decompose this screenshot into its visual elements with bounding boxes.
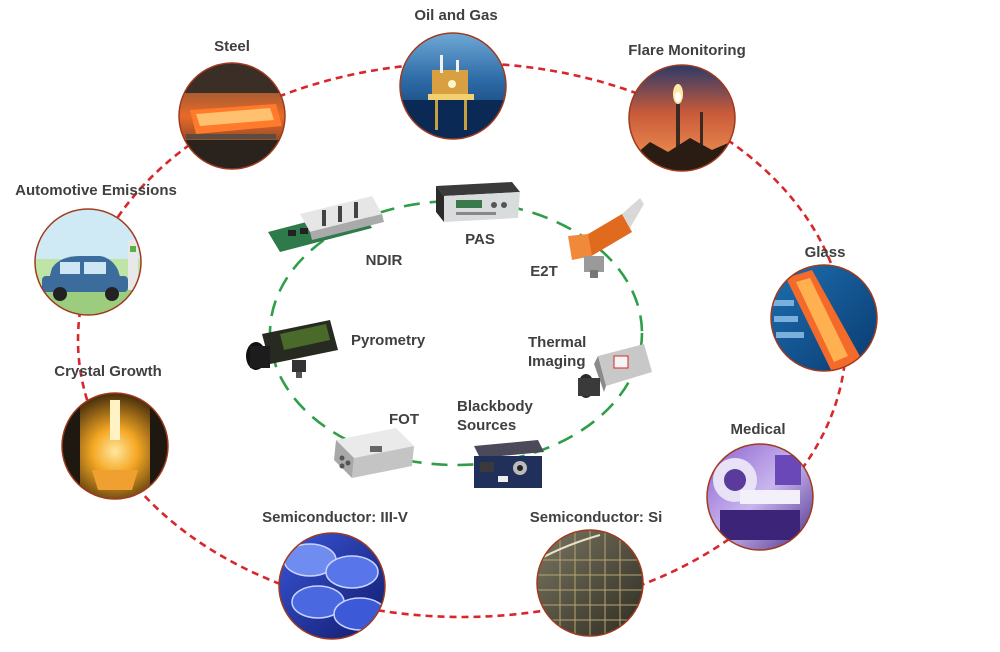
label-automotive: Automotive Emissions bbox=[15, 182, 177, 199]
label-blackbody: Blackbody Sources bbox=[457, 398, 533, 434]
label-flare: Flare Monitoring bbox=[628, 42, 746, 59]
e2t-pyrometer-icon bbox=[568, 198, 644, 278]
car-charging-icon bbox=[34, 208, 142, 316]
label-semi-iiiv: Semiconductor: III-V bbox=[262, 509, 408, 526]
thermal-camera-icon bbox=[578, 344, 652, 398]
silicon-wafer-icon bbox=[536, 529, 644, 637]
label-medical: Medical bbox=[730, 421, 786, 438]
label-oil-gas: Oil and Gas bbox=[414, 7, 498, 24]
fot-module-icon bbox=[334, 428, 414, 478]
hot-steel-slab-icon bbox=[178, 62, 286, 170]
label-ndir: NDIR bbox=[365, 252, 403, 269]
crystal-furnace-icon bbox=[61, 392, 169, 500]
mri-scanner-icon bbox=[706, 443, 814, 551]
blackbody-source-icon bbox=[474, 440, 544, 488]
wafer-stack-icon bbox=[278, 532, 386, 640]
flare-stack-icon bbox=[628, 64, 736, 172]
label-thermal-imaging: Thermal Imaging bbox=[528, 334, 587, 370]
label-glass: Glass bbox=[804, 244, 846, 261]
label-fot: FOT bbox=[389, 411, 419, 428]
label-semi-si: Semiconductor: Si bbox=[529, 509, 663, 526]
label-e2t: E2T bbox=[530, 263, 558, 280]
glass-furnace-icon bbox=[770, 264, 878, 372]
pyrometer-icon bbox=[246, 320, 338, 378]
label-crystal: Crystal Growth bbox=[54, 363, 162, 380]
ndir-board-icon bbox=[268, 196, 384, 252]
label-pas: PAS bbox=[465, 231, 495, 248]
pas-analyzer-icon bbox=[436, 182, 520, 222]
label-steel: Steel bbox=[214, 38, 250, 55]
offshore-platform-icon bbox=[399, 32, 507, 140]
label-pyrometry: Pyrometry bbox=[351, 332, 426, 349]
